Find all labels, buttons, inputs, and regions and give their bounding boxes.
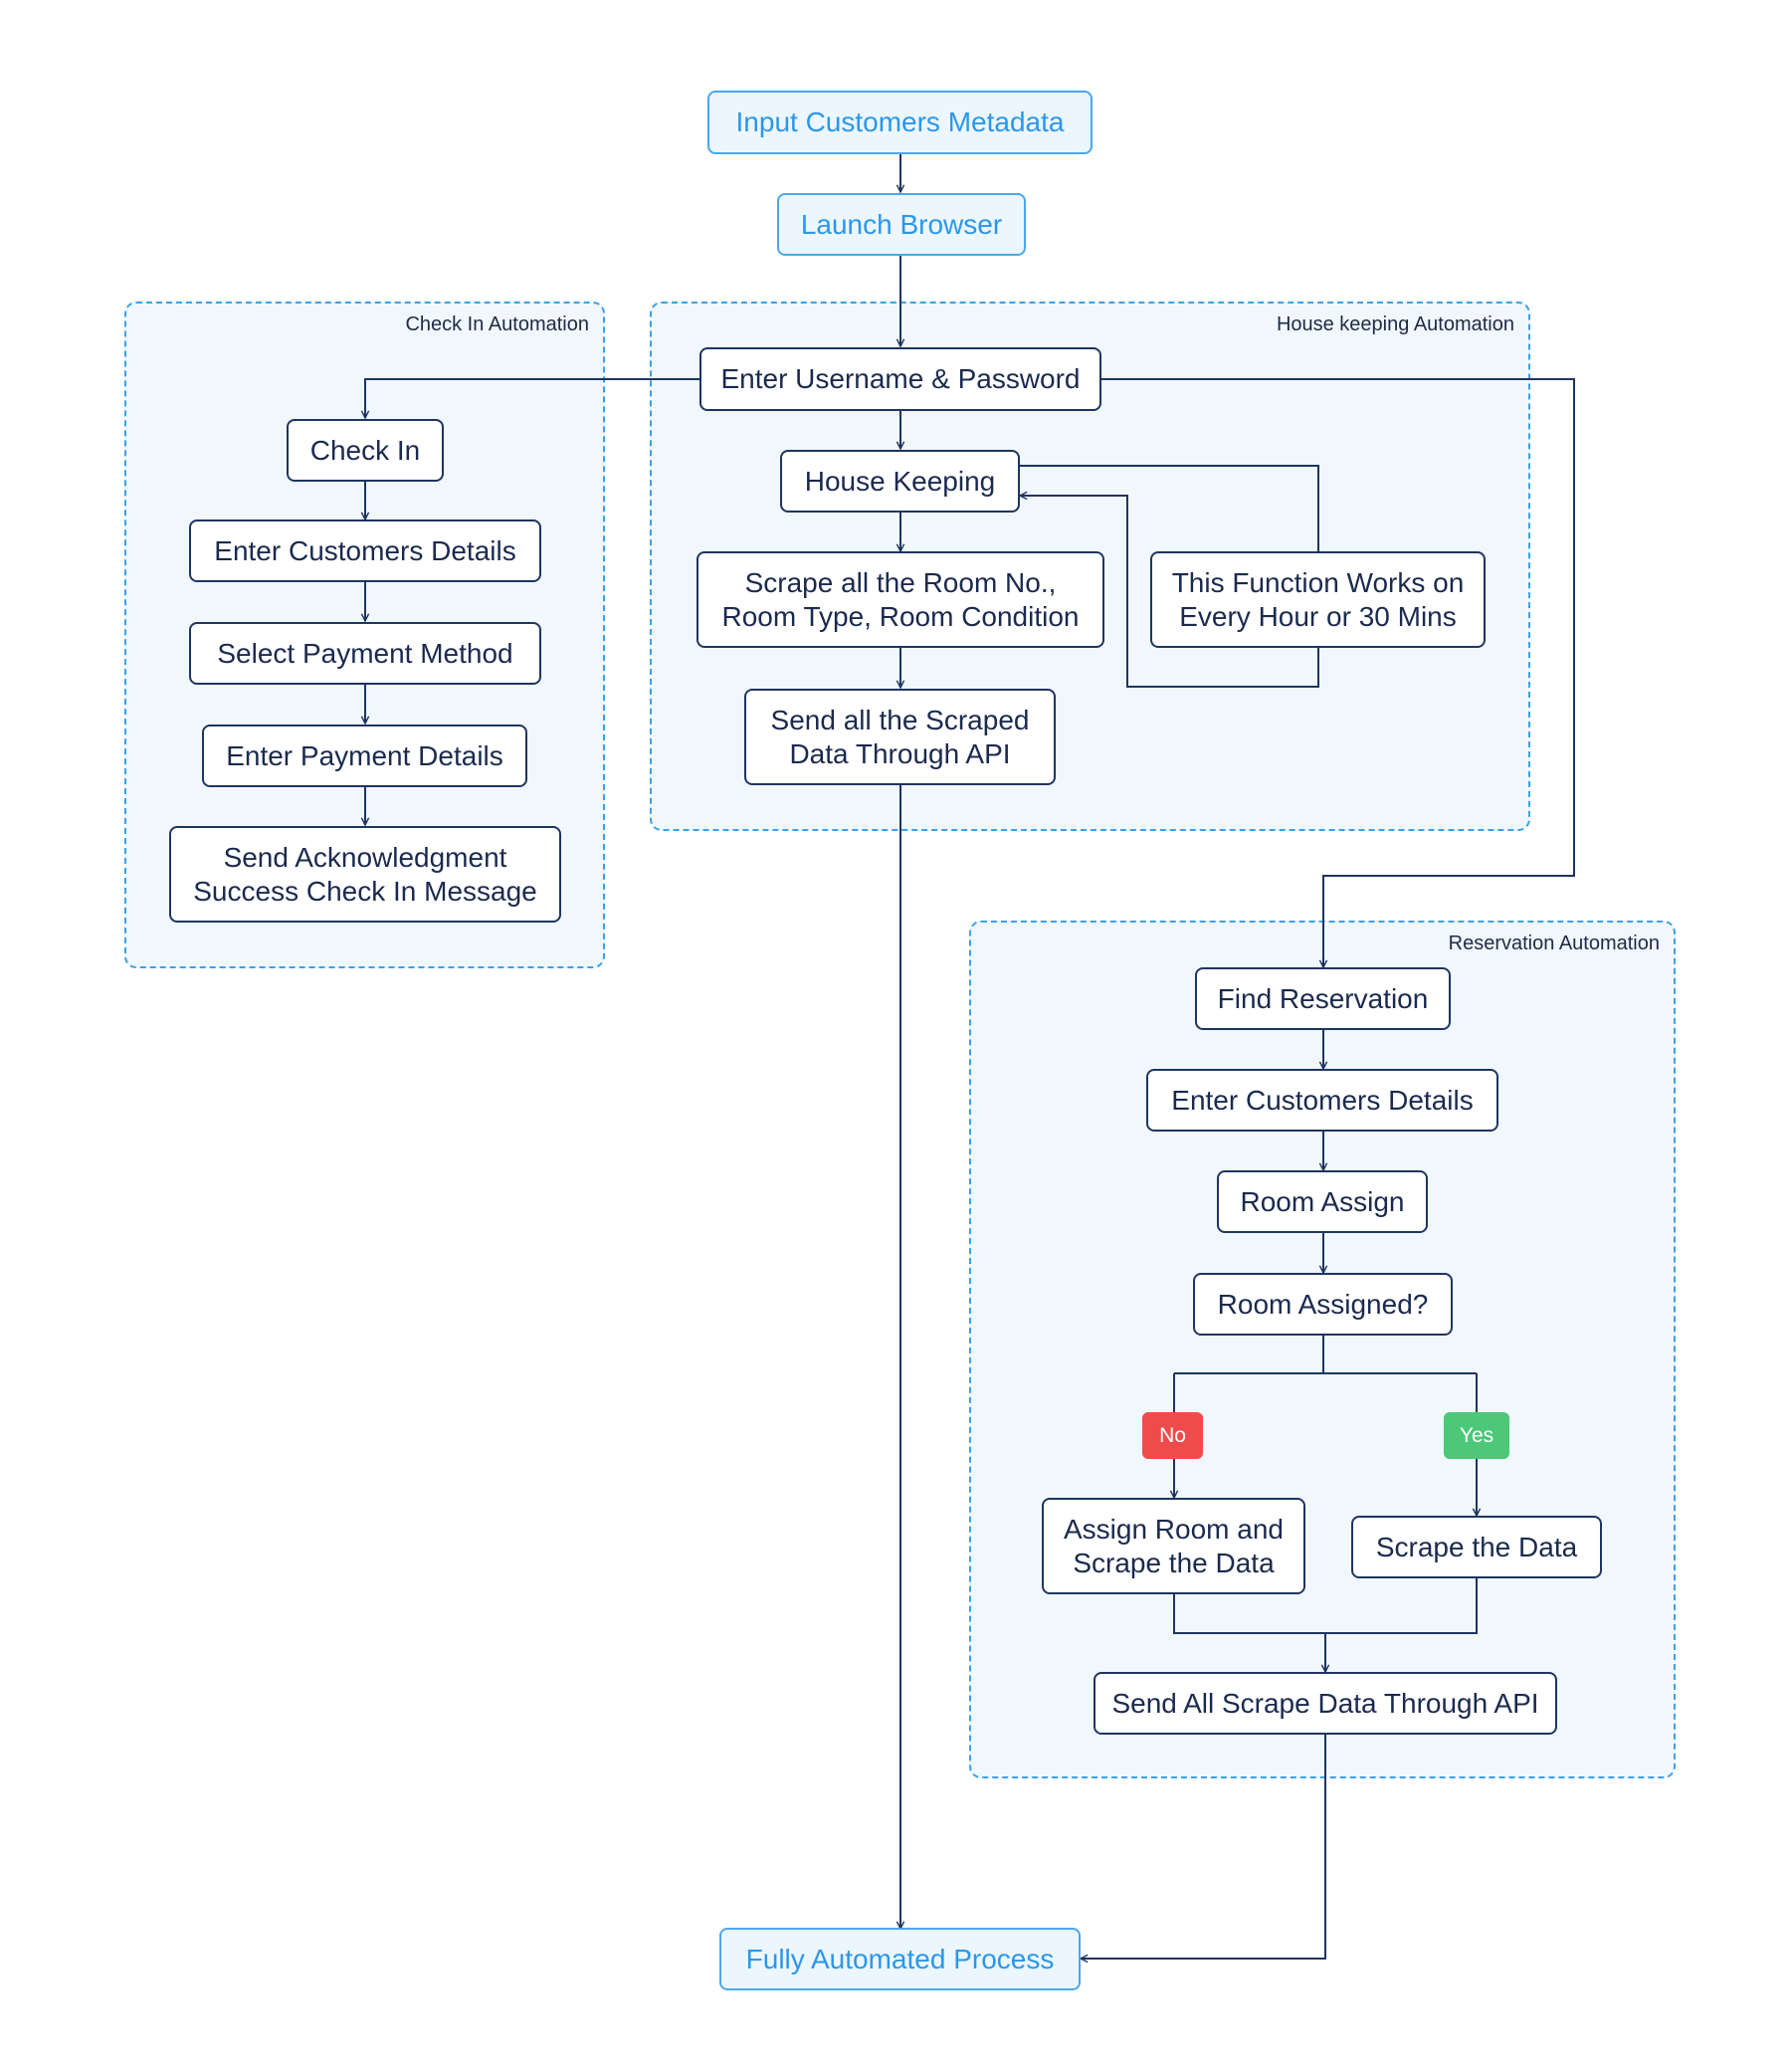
node-scrape-room-data[interactable]: Scrape all the Room No., Room Type, Room… <box>696 551 1104 648</box>
node-fully-automated-process[interactable]: Fully Automated Process <box>719 1928 1081 1990</box>
node-enter-payment-details[interactable]: Enter Payment Details <box>202 725 527 787</box>
node-enter-username-password[interactable]: Enter Username & Password <box>699 347 1101 411</box>
node-select-payment-method[interactable]: Select Payment Method <box>189 622 541 685</box>
node-reservation-enter-customers-details[interactable]: Enter Customers Details <box>1146 1069 1498 1132</box>
node-launch-browser[interactable]: Launch Browser <box>777 193 1026 256</box>
node-house-keeping[interactable]: House Keeping <box>780 450 1020 513</box>
group-label-housekeeping: House keeping Automation <box>1276 313 1514 335</box>
node-function-schedule[interactable]: This Function Works on Every Hour or 30 … <box>1150 551 1486 648</box>
node-send-acknowledgment[interactable]: Send Acknowledgment Success Check In Mes… <box>169 826 561 923</box>
node-room-assign[interactable]: Room Assign <box>1217 1170 1428 1233</box>
node-send-scraped-data-api[interactable]: Send all the Scraped Data Through API <box>744 689 1056 785</box>
group-reservation-automation: Reservation Automation <box>969 921 1676 1778</box>
node-scrape-the-data[interactable]: Scrape the Data <box>1351 1516 1602 1578</box>
group-label-check-in: Check In Automation <box>405 313 589 335</box>
node-assign-room-and-scrape[interactable]: Assign Room and Scrape the Data <box>1042 1498 1305 1594</box>
node-send-all-scrape-data-api[interactable]: Send All Scrape Data Through API <box>1094 1672 1557 1735</box>
node-checkin-enter-customers-details[interactable]: Enter Customers Details <box>189 519 541 582</box>
node-find-reservation[interactable]: Find Reservation <box>1195 967 1451 1030</box>
node-room-assigned-question[interactable]: Room Assigned? <box>1193 1273 1453 1336</box>
node-check-in[interactable]: Check In <box>287 419 444 482</box>
node-input-customers-metadata[interactable]: Input Customers Metadata <box>707 91 1093 154</box>
group-label-reservation: Reservation Automation <box>1448 932 1660 954</box>
badge-no: No <box>1142 1412 1203 1459</box>
badge-yes: Yes <box>1444 1412 1509 1459</box>
